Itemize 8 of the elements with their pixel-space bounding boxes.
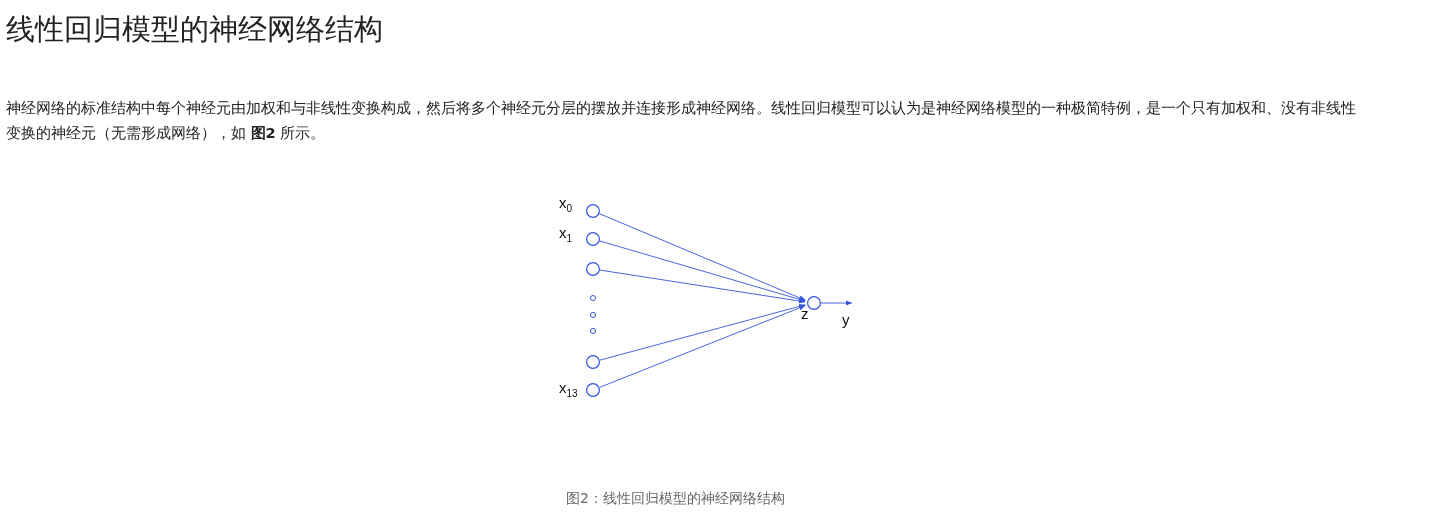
- variable-label: x$_{0}$: [559, 195, 573, 214]
- variable-label: x$_{13}$: [559, 380, 578, 399]
- page-title: 线性回归模型的神经网络结构: [6, 11, 383, 48]
- body-paragraph: 神经网络的标准结构中每个神经元由加权和与非线性变换构成，然后将多个神经元分层的摆放并连接形成神经网络。线性回归模型可以认为是神经网络模型的一种极简特例，是一个只有加权和、没有非线性变换的神经元（无需形成网络），如 图2 所示。: [6, 99, 1357, 143]
- edge-label: y: [842, 312, 850, 327]
- variable-label: x$_{1}$: [559, 225, 573, 244]
- variable-label: z: [801, 306, 809, 321]
- figure-caption: 图2：线性回归模型的神经网络结构: [566, 490, 785, 508]
